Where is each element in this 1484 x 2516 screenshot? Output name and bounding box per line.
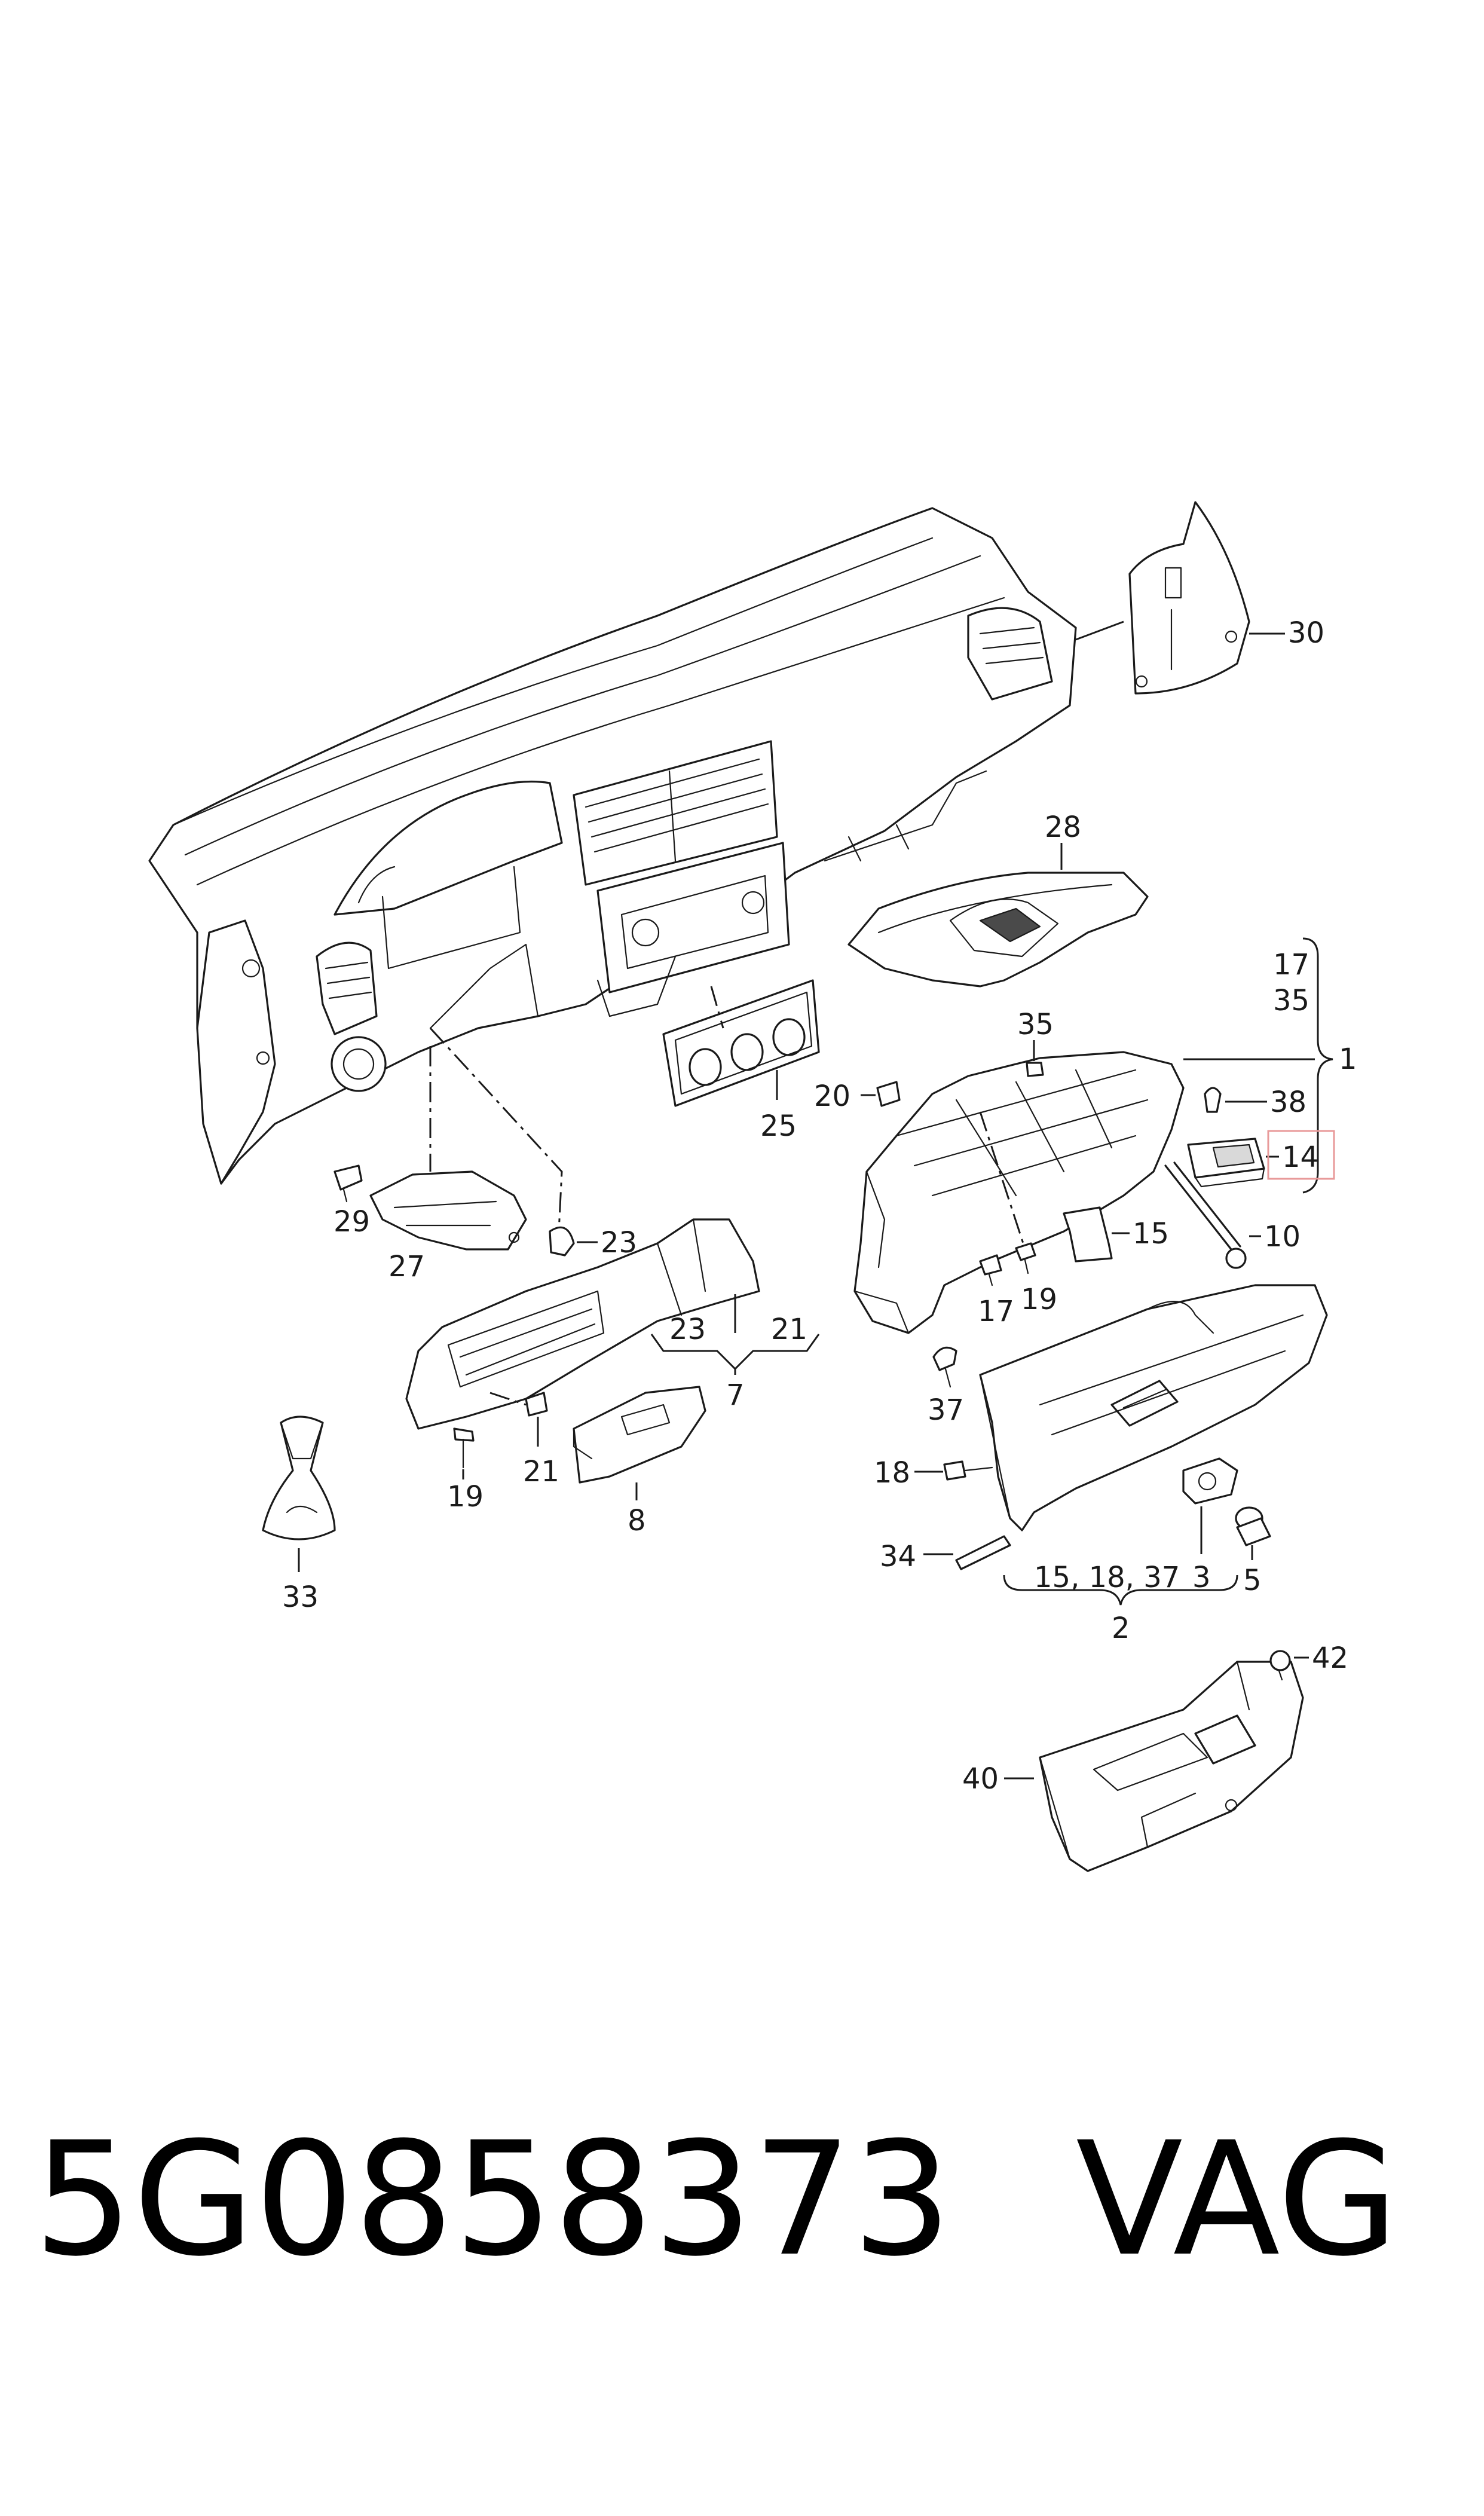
callout-1: 1 [1339,1043,1357,1076]
callout-28: 28 [1045,811,1081,844]
callout-42: 42 [1312,1641,1348,1675]
callout-23-bracket: 23 [669,1313,706,1346]
part-35-clip [1026,1040,1044,1077]
part-17-screw [979,1254,1002,1286]
callout-17-upper: 17 [1273,948,1309,982]
part-7-lower-trim [405,1218,760,1430]
callout-2: 2 [1112,1612,1130,1645]
part-10-damper [1164,1161,1261,1269]
part-20-retainer [861,1081,901,1107]
callout-27: 27 [388,1250,425,1283]
part-30-side-cover [1075,501,1285,695]
callout-29: 29 [333,1205,370,1239]
part-40-storage-box [1004,1661,1304,1872]
part-3-lock [1182,1457,1238,1554]
part-18-screw [914,1460,993,1481]
dashboard-assembly [148,507,1077,1185]
callout-10: 10 [1264,1220,1301,1254]
part-33-bag [262,1416,336,1572]
bracket-7 [650,1294,820,1375]
part-27-bracket [369,1170,527,1251]
callout-14: 14 [1282,1141,1318,1174]
part-19-screw-center [979,1111,1036,1274]
callout-20: 20 [814,1080,850,1113]
part-5-cylinder [1235,1506,1271,1560]
callout-15-right: 15 [1133,1217,1169,1251]
callout-38: 38 [1270,1086,1306,1119]
callout-33: 33 [282,1580,319,1614]
callout-19-mid: 19 [1021,1283,1057,1316]
callout-37: 37 [928,1393,964,1427]
part-19-screw-left [453,1427,475,1479]
part-2-glovebox-lid [979,1284,1328,1531]
callout-34: 34 [880,1540,916,1573]
callout-17-lower: 17 [978,1295,1014,1328]
callout-23-upper: 23 [601,1226,637,1259]
callout-40: 40 [962,1762,999,1796]
callout-5: 5 [1243,1564,1262,1597]
highlight-box [1267,1130,1335,1180]
callout-35-upper: 35 [1273,984,1309,1017]
callout-18: 18 [874,1456,910,1490]
part-8-storage-bin [573,1386,706,1500]
part-14-switch [1187,1138,1279,1188]
callout-35: 35 [1017,1008,1054,1041]
callout-15-18-37: 15, 18, 37 [1034,1561,1180,1594]
callout-30: 30 [1288,616,1324,650]
callout-7: 7 [726,1378,745,1412]
brace-2 [1003,1575,1238,1606]
part-number-caption: 5G0858373 [33,2108,952,2291]
part-28-tray-mat [847,843,1149,988]
part-1-glovebox-housing [853,1051,1315,1334]
part-15-bracket [1063,1206,1130,1262]
part-23-clip [549,1226,598,1257]
part-21-clip-left [489,1392,548,1447]
callout-3: 3 [1192,1561,1211,1594]
callout-19-left: 19 [447,1480,484,1514]
part-38-hook [1204,1087,1267,1113]
callout-8: 8 [628,1504,646,1537]
part-42-clip [1269,1650,1309,1681]
callout-25: 25 [760,1109,797,1143]
part-29-clip [333,1164,363,1203]
part-37-clip [932,1346,957,1388]
manufacturer-caption: VAG [1076,2108,1399,2291]
part-34-pin [923,1535,1011,1570]
callout-21-left: 21 [523,1455,559,1488]
part-25-climate-panel [662,979,820,1107]
callout-labels: 30 28 17 35 35 1 20 25 38 14 29 23 10 15… [282,616,1357,1796]
callout-21-bracket: 21 [771,1313,807,1346]
